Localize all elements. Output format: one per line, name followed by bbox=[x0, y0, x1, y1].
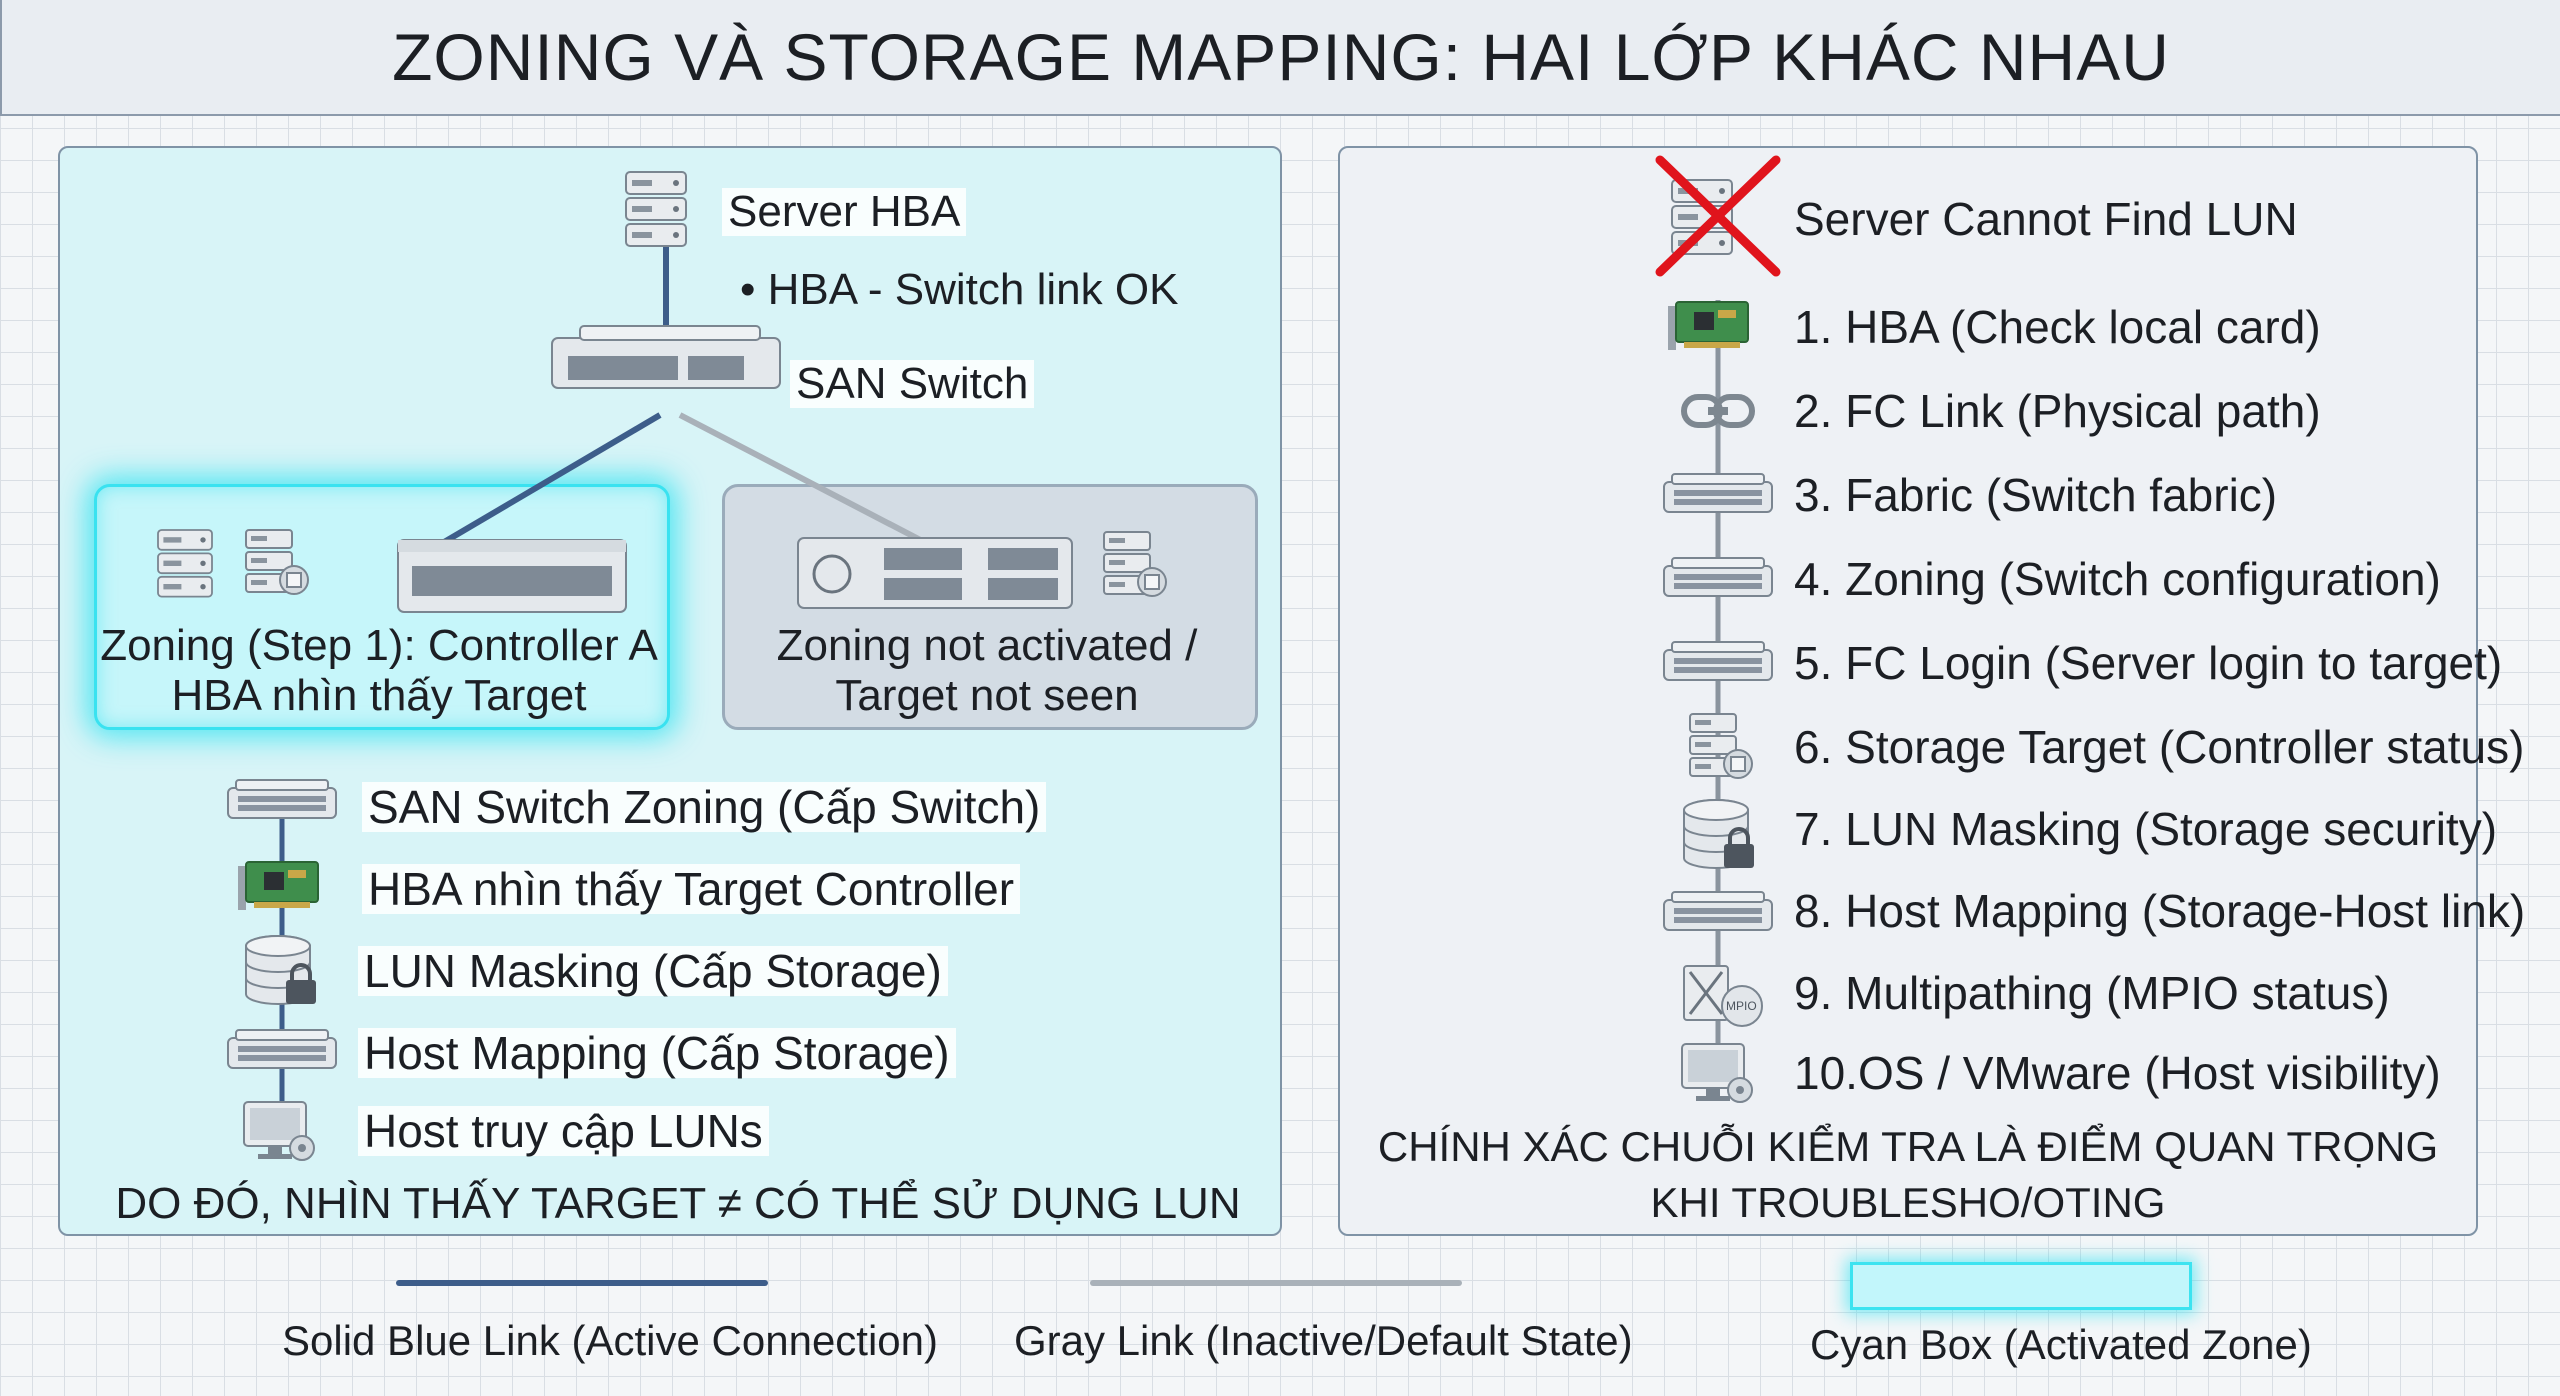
mpio-badge: MPIO bbox=[1726, 999, 1757, 1013]
page-title: ZONING VÀ STORAGE MAPPING: HAI LỚP KHÁC … bbox=[392, 20, 2170, 94]
zone-inactive-label-1: Zoning not activated / bbox=[776, 621, 1198, 670]
zone-inactive-label-2: Target not seen bbox=[835, 671, 1139, 720]
switch-icon bbox=[1663, 473, 1773, 513]
left-step-2: HBA nhìn thấy Target Controller bbox=[362, 864, 1021, 914]
legend-cyan-box bbox=[1850, 1262, 2192, 1310]
right-step-9: 9. Multipathing (MPIO status) bbox=[1794, 967, 2390, 1019]
left-conclusion: DO ĐÓ, NHÌN THẤY TARGET ≠ CÓ THỂ SỬ DỤNG… bbox=[115, 1179, 1241, 1228]
san-switch-label: SAN Switch bbox=[790, 360, 1035, 408]
legend-inactive-line bbox=[1090, 1280, 1462, 1286]
switch-icon bbox=[227, 779, 337, 819]
zone-active-label-2: HBA nhìn thấy Target bbox=[171, 671, 587, 720]
link-ok-label: • HBA - Switch link OK bbox=[740, 265, 1179, 314]
switch-inactive-link bbox=[678, 412, 932, 548]
hba-card-icon bbox=[237, 861, 319, 911]
san-switch-icon bbox=[551, 325, 781, 389]
right-step-8: 8. Host Mapping (Storage-Host link) bbox=[1794, 885, 2526, 937]
legend-active-label: Solid Blue Link (Active Connection) bbox=[282, 1317, 939, 1364]
left-step-1: SAN Switch Zoning (Cấp Switch) bbox=[362, 782, 1047, 832]
right-step-10: 10.OS / VMware (Host visibility) bbox=[1794, 1047, 2441, 1099]
error-x-icon bbox=[1655, 155, 1781, 277]
server-icon bbox=[1689, 713, 1753, 779]
right-conclusion-1: CHÍNH XÁC CHUỖI KIỂM TRA LÀ ĐIỂM QUAN TR… bbox=[1377, 1123, 2439, 1170]
left-step-3: LUN Masking (Cấp Storage) bbox=[358, 946, 948, 996]
right-step-4: 4. Zoning (Switch configuration) bbox=[1794, 553, 2441, 605]
hba-card-icon bbox=[1667, 301, 1749, 351]
legend-inactive-label: Gray Link (Inactive/Default State) bbox=[1014, 1317, 1633, 1364]
database-lock-icon bbox=[244, 934, 318, 1006]
right-step-2: 2. FC Link (Physical path) bbox=[1794, 385, 2321, 437]
active-zone-devices bbox=[157, 529, 627, 613]
right-step-6: 6. Storage Target (Controller status) bbox=[1794, 721, 2525, 773]
left-step-4: Host Mapping (Cấp Storage) bbox=[358, 1028, 956, 1078]
server-hba-label: Server HBA bbox=[722, 188, 967, 236]
monitor-icon bbox=[243, 1101, 315, 1161]
server-icon bbox=[625, 171, 687, 247]
title-bar: ZONING VÀ STORAGE MAPPING: HAI LỚP KHÁC … bbox=[0, 0, 2560, 116]
right-step-5: 5. FC Login (Server login to target) bbox=[1794, 637, 2503, 689]
zone-active-label-1: Zoning (Step 1): Controller A bbox=[100, 621, 658, 670]
right-panel-troubleshooting bbox=[1338, 146, 2478, 1236]
legend-active-line bbox=[396, 1280, 768, 1286]
switch-icon bbox=[227, 1029, 337, 1069]
database-lock-icon bbox=[1682, 798, 1756, 870]
switch-icon bbox=[1663, 557, 1773, 597]
right-step-3: 3. Fabric (Switch fabric) bbox=[1794, 469, 2278, 521]
right-step-1: 1. HBA (Check local card) bbox=[1794, 301, 2321, 353]
left-step-5: Host truy cập LUNs bbox=[358, 1106, 769, 1156]
right-conclusion-2: KHI TROUBLESHO/OTING bbox=[1650, 1179, 2166, 1226]
right-step-7: 7. LUN Masking (Storage security) bbox=[1794, 803, 2498, 855]
inactive-zone-devices bbox=[797, 531, 1167, 609]
switch-controller-a-link bbox=[432, 412, 662, 551]
legend-cyan-label: Cyan Box (Activated Zone) bbox=[1810, 1321, 2312, 1368]
right-heading: Server Cannot Find LUN bbox=[1794, 193, 2298, 245]
switch-icon bbox=[1663, 641, 1773, 681]
mpio-icon bbox=[1683, 965, 1763, 1027]
monitor-icon bbox=[1681, 1043, 1753, 1103]
switch-icon bbox=[1663, 891, 1773, 931]
link-icon bbox=[1684, 397, 1752, 425]
